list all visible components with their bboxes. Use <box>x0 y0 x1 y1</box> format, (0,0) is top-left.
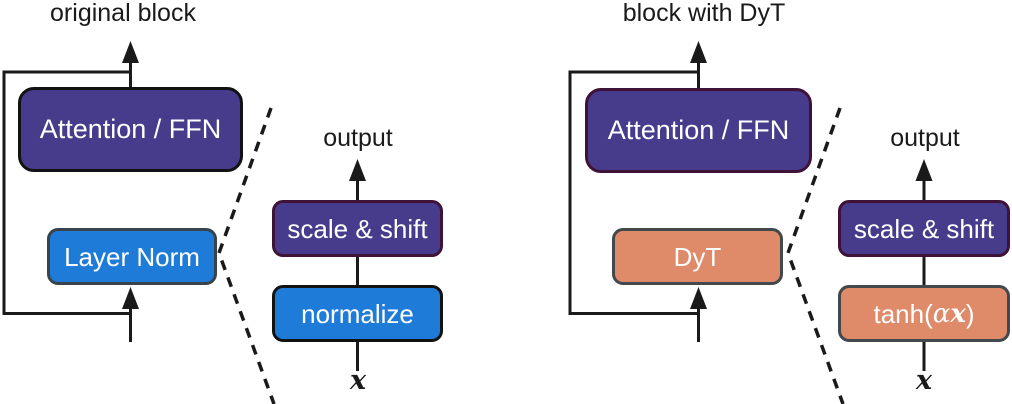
left-residual-line <box>2 70 131 315</box>
right-scale-shift-box: scale & shift <box>838 200 1010 257</box>
right-dyt-box: DyT <box>612 228 783 285</box>
right-output-arrowhead <box>690 41 707 63</box>
right-residual-line <box>568 70 699 315</box>
left-input-arrowhead <box>122 287 139 309</box>
left-output-arrowhead <box>122 41 139 63</box>
left-title: original block <box>50 0 196 27</box>
left-zoom-wedge <box>217 107 276 404</box>
right-detail-output-label: output <box>890 124 960 152</box>
left-normalize-box: normalize <box>272 285 443 342</box>
tanh-suffix: ) <box>965 298 975 329</box>
tanh-alpha-symbol: α <box>932 298 951 329</box>
right-input-arrowhead <box>690 287 707 309</box>
left-scale-shift-box: scale & shift <box>272 200 443 257</box>
right-detail-input-x-label: x <box>915 365 933 396</box>
left-attention-ffn-box: Attention / FFN <box>18 87 243 172</box>
left-layer-norm-box: Layer Norm <box>47 228 217 285</box>
right-title: block with DyT <box>622 0 786 27</box>
tanh-prefix: tanh( <box>873 298 933 329</box>
left-detail-output-label: output <box>323 124 393 152</box>
left-detail-input-x-label: x <box>349 365 367 396</box>
left-detail-output-arrowhead <box>349 159 366 181</box>
right-attention-ffn-box: Attention / FFN <box>585 88 812 173</box>
right-zoom-wedge <box>786 107 845 404</box>
right-detail-output-arrowhead <box>915 159 933 181</box>
tanh-x-symbol: x <box>950 298 966 329</box>
